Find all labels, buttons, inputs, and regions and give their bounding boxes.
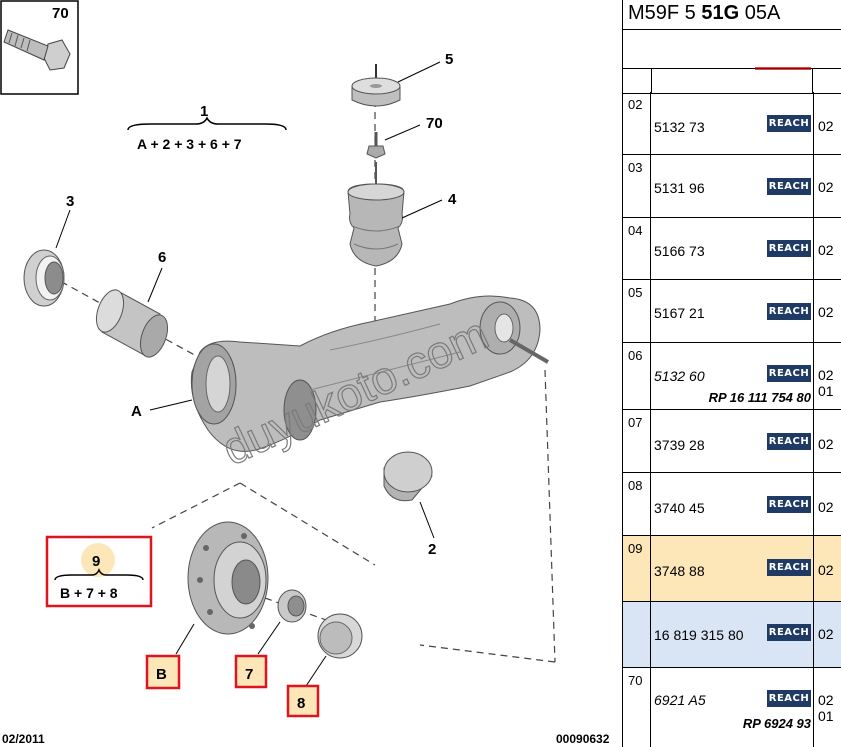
row-qty: 02 (818, 562, 834, 578)
parts-row[interactable]: 07 3739 28 REACH 02 (623, 410, 841, 473)
row-qty-replacement: 01 (818, 383, 834, 399)
callout-box-7[interactable]: 7 (234, 654, 268, 689)
reach-badge: REACH (767, 115, 811, 132)
row-index: 03 (623, 155, 651, 217)
reach-badge: REACH (767, 365, 811, 382)
row-qty: 02 (818, 692, 834, 708)
row-index: 08 (623, 473, 651, 535)
row-index: 02 (623, 92, 651, 154)
replacement-ref[interactable]: RP 6924 93 (742, 716, 811, 731)
assembly-1-formula: 1 A + 2 + 3 + 6 + 7 (127, 103, 287, 152)
part-ref[interactable]: 3748 88 (654, 563, 705, 579)
panel-header: M59F 5 51G 05A (623, 0, 841, 30)
row-qty: 02 (818, 436, 834, 452)
footer-date: 02/2011 (2, 732, 45, 746)
row-qty: 02 (818, 118, 834, 134)
clipped-row (623, 67, 841, 94)
callout-6: 6 (158, 249, 166, 266)
parts-row[interactable]: 03 5131 96 REACH 02 (623, 155, 841, 218)
reach-badge: REACH (767, 178, 811, 195)
part-A-trailing-arm[interactable] (190, 295, 550, 452)
row-index: 05 (623, 280, 651, 342)
part-ref[interactable]: 5131 96 (654, 180, 705, 196)
bolt-icon (3, 29, 71, 71)
row-index: 06 (623, 343, 651, 409)
reach-badge: REACH (767, 559, 811, 576)
callout-A: A (131, 403, 142, 420)
footer-code: 00090632 (556, 732, 610, 746)
part-B-hub[interactable] (187, 521, 269, 635)
exploded-parts-diagram: 70 1 A + 2 + 3 + 6 + 7 5 (0, 0, 610, 746)
part-ref[interactable]: 5166 73 (654, 243, 705, 259)
row-index: 09 (623, 536, 651, 601)
row-index: 70 (623, 668, 651, 747)
callout-3: 3 (66, 193, 74, 210)
callout-1: 1 (200, 103, 208, 120)
row-qty: 02 (818, 304, 834, 320)
inset-box-part-70[interactable]: 70 (0, 0, 79, 95)
reach-badge: REACH (767, 690, 811, 707)
assembly-9-box[interactable]: 9 B + 7 + 8 (45, 535, 153, 608)
parts-row-alternate[interactable]: 16 819 315 80 REACH 02 (623, 602, 841, 668)
part-7-bearing[interactable] (277, 589, 307, 623)
parts-row[interactable]: 08 3740 45 REACH 02 (623, 473, 841, 536)
part-ref[interactable]: 5132 73 (654, 119, 705, 135)
part-ref[interactable]: 3740 45 (654, 500, 705, 516)
part-8-seal-cap[interactable] (317, 613, 363, 659)
reach-badge: REACH (767, 496, 811, 513)
inset-part-label: 70 (52, 5, 69, 22)
header-bold-code: 51G (701, 2, 740, 24)
reach-badge: REACH (767, 433, 811, 450)
row-index: 04 (623, 218, 651, 279)
row-qty: 02 (818, 179, 834, 195)
callout-4: 4 (448, 191, 457, 208)
callout-8: 8 (297, 695, 305, 712)
assembly-1-text: A + 2 + 3 + 6 + 7 (137, 136, 242, 152)
part-ref[interactable]: 16 819 315 80 (654, 627, 744, 643)
row-qty: 02 (818, 367, 834, 383)
parts-row[interactable]: 04 5166 73 REACH 02 (623, 218, 841, 280)
parts-list-panel: M59F 5 51G 05A 02 5132 73 REACH 02 03 51… (622, 0, 841, 747)
callout-5: 5 (445, 51, 453, 68)
row-index: 07 (623, 410, 651, 472)
part-6-bush[interactable] (91, 286, 173, 361)
row-qty-replacement: 01 (818, 708, 834, 724)
part-5-bump-cap[interactable] (351, 64, 401, 107)
row-qty: 02 (818, 499, 834, 515)
header-prefix: M59F 5 (628, 2, 702, 24)
part-2-cap[interactable] (383, 451, 433, 502)
parts-row-selected[interactable]: 09 3748 88 REACH 02 (623, 536, 841, 602)
callout-box-8[interactable]: 8 (286, 684, 320, 718)
parts-row[interactable]: 05 5167 21 REACH 02 (623, 280, 841, 343)
reach-badge: REACH (767, 240, 811, 257)
part-4-bump-stop[interactable] (347, 162, 405, 267)
parts-row[interactable]: 02 5132 73 REACH 02 (623, 92, 841, 155)
reach-badge: REACH (767, 303, 811, 320)
callout-70: 70 (426, 115, 443, 132)
replacement-ref[interactable]: RP 16 111 754 80 (708, 390, 811, 405)
header-suffix: 05A (739, 2, 781, 24)
callout-7: 7 (245, 666, 253, 683)
part-ref[interactable]: 3739 28 (654, 437, 705, 453)
part-ref[interactable]: 5132 60 (654, 368, 705, 384)
callout-2: 2 (428, 541, 436, 558)
part-70-bolt[interactable] (366, 132, 386, 159)
part-ref[interactable]: 6921 A5 (654, 692, 706, 708)
part-3-bearing[interactable] (23, 249, 65, 307)
callout-9: 9 (92, 553, 100, 570)
row-qty: 02 (818, 626, 834, 642)
row-qty: 02 (818, 242, 834, 258)
part-ref[interactable]: 5167 21 (654, 305, 705, 321)
row-index (623, 602, 651, 667)
callout-B: B (156, 666, 167, 683)
callout-box-B[interactable]: B (145, 654, 181, 690)
assembly-9-text: B + 7 + 8 (60, 585, 118, 601)
reach-badge: REACH (767, 624, 811, 641)
